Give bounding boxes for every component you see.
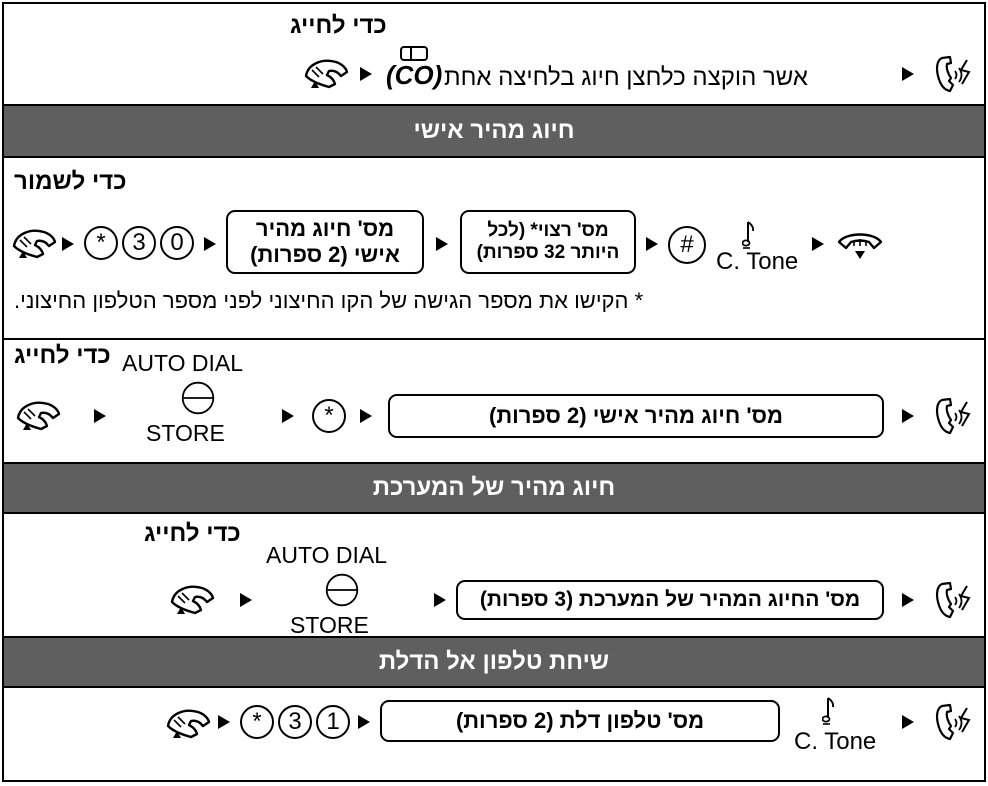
arrow-icon [436, 237, 448, 251]
confirmation-tone-label: C. Tone [794, 728, 877, 755]
key-0[interactable]: 0 [160, 226, 194, 260]
star-key[interactable]: * [240, 705, 274, 739]
dial-heading: כדי לחייג [14, 342, 111, 369]
doorphone-section: * 3 1 מס' טלפון דלת (2 ספרות) C. Tone [4, 688, 984, 780]
note-icon [822, 696, 838, 726]
star-key[interactable]: * [312, 399, 346, 433]
section-title-personal-speed-dial: חיוג מהיר אישי [4, 104, 984, 158]
auto-dial-label: AUTO DIAL [266, 542, 387, 568]
system-dial-section: כדי לחייג AUTO DIAL STORE מס' החיוג המהי… [4, 514, 984, 638]
arrow-icon [812, 237, 824, 251]
auto-dial-button-icon [180, 380, 216, 416]
footnote: * הקישו את מספר הגישה של הקו החיצוני לפנ… [14, 288, 644, 313]
desired-number-box: מס' רצוי* (לכל היותר 32 ספרות) [460, 210, 636, 274]
star-key[interactable]: * [84, 226, 118, 260]
one-touch-dial-section: כדי לחייג (CO) אשר הוקצה כלחצן חיוג בלחי… [4, 4, 984, 104]
auto-dial-button-icon [324, 572, 360, 608]
offhook-icon [164, 706, 212, 740]
offhook-icon [10, 226, 58, 260]
personal-speed-dial-number-box: מס' חיוג מהיר אישי (2 ספרות) [388, 394, 884, 438]
talk-icon [934, 396, 974, 436]
talk-icon [934, 702, 974, 742]
arrow-icon [902, 67, 914, 81]
personal-speed-dial-number-box: מס' חיוג מהיר אישי (2 ספרות) [226, 210, 424, 274]
auto-dial-label: AUTO DIAL [122, 350, 243, 376]
personal-dial-section: כדי לחייג AUTO DIAL STORE * מס' חיוג מהי… [4, 340, 984, 464]
box-line: מס' חיוג מהיר [255, 216, 395, 241]
arrow-icon [434, 593, 446, 607]
arrow-icon [94, 409, 106, 423]
arrow-icon [240, 593, 252, 607]
system-speed-dial-number-box: מס' החיוג המהיר של המערכת (3 ספרות) [456, 580, 884, 620]
key-3[interactable]: 3 [278, 705, 312, 739]
co-key[interactable]: (CO) [386, 44, 443, 92]
arrow-icon [902, 715, 914, 729]
one-touch-description: אשר הוקצה כלחצן חיוג בלחיצה אחת [444, 64, 808, 91]
arrow-icon [218, 715, 230, 729]
divider [4, 338, 984, 340]
talk-icon [934, 54, 974, 94]
arrow-icon [902, 593, 914, 607]
doorphone-number-box: מס' טלפון דלת (2 ספרות) [380, 700, 780, 742]
arrow-icon [360, 409, 372, 423]
key-3[interactable]: 3 [122, 226, 156, 260]
talk-icon [934, 580, 974, 620]
section-title-system-speed-dial: חיוג מהיר של המערכת [4, 462, 984, 514]
auto-dial-store-key[interactable]: AUTO DIAL STORE [266, 542, 436, 642]
section-title-doorphone-call: שיחת טלפון אל הדלת [4, 636, 984, 688]
arrow-icon [62, 237, 74, 251]
hash-key[interactable]: # [668, 226, 706, 264]
arrow-icon [646, 237, 658, 251]
dial-heading: כדי לחייג [144, 520, 241, 547]
co-key-label: (CO) [386, 60, 443, 90]
personal-store-section: כדי לשמור * 3 0 מס' חיוג מהיר אישי (2 ספ… [4, 158, 984, 338]
store-label: STORE [290, 612, 369, 638]
confirmation-tone-label: C. Tone [716, 248, 799, 275]
auto-dial-store-key[interactable]: AUTO DIAL STORE [116, 350, 286, 460]
box-line: מס' רצוי* (לכל [487, 220, 609, 241]
box-line: היותר 32 ספרות) [476, 242, 620, 263]
co-button-icon [400, 46, 428, 61]
offhook-icon [14, 398, 62, 432]
arrow-icon [282, 409, 294, 423]
arrow-icon [358, 715, 370, 729]
store-heading: כדי לשמור [14, 168, 127, 195]
arrow-icon [204, 237, 216, 251]
onhook-icon [836, 228, 884, 262]
arrow-icon [902, 409, 914, 423]
dial-heading: כדי לחייג [290, 12, 387, 39]
note-icon [742, 220, 758, 250]
offhook-icon [168, 582, 216, 616]
key-1[interactable]: 1 [316, 705, 350, 739]
arrow-icon [360, 67, 372, 81]
offhook-icon [302, 56, 350, 90]
box-line: אישי (2 ספרות) [250, 242, 400, 267]
store-label: STORE [146, 420, 225, 446]
